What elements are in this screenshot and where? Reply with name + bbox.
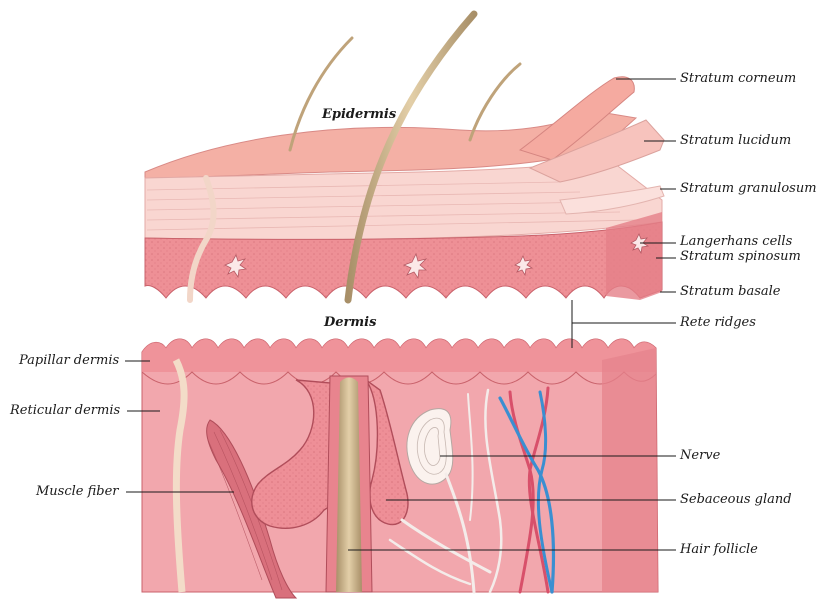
label-muscle-fiber: Muscle fiber (36, 485, 119, 498)
label-stratum-basale: Stratum basale (680, 285, 781, 298)
dermis-side-face (602, 348, 658, 592)
label-langerhans-cells: Langerhans cells (680, 235, 792, 248)
label-stratum-granulosum: Stratum granulosum (680, 182, 816, 195)
label-sebaceous-gland: Sebaceous gland (680, 493, 792, 506)
label-papillar-dermis: Papillar dermis (19, 354, 119, 367)
label-reticular-dermis: Reticular dermis (10, 404, 120, 417)
label-stratum-spinosum: Stratum spinosum (680, 250, 801, 263)
hair-follicle-shaft (336, 378, 362, 593)
label-rete-ridges: Rete ridges (680, 316, 756, 329)
epidermis-block (145, 14, 664, 300)
label-stratum-lucidum: Stratum lucidum (680, 134, 791, 147)
label-hair-follicle: Hair follicle (680, 543, 758, 556)
dermis-block (142, 339, 658, 598)
label-stratum-corneum: Stratum corneum (680, 72, 796, 85)
label-nerve: Nerve (680, 449, 720, 462)
dermis-title: Dermis (324, 316, 376, 329)
epidermis-title: Epidermis (322, 108, 396, 121)
